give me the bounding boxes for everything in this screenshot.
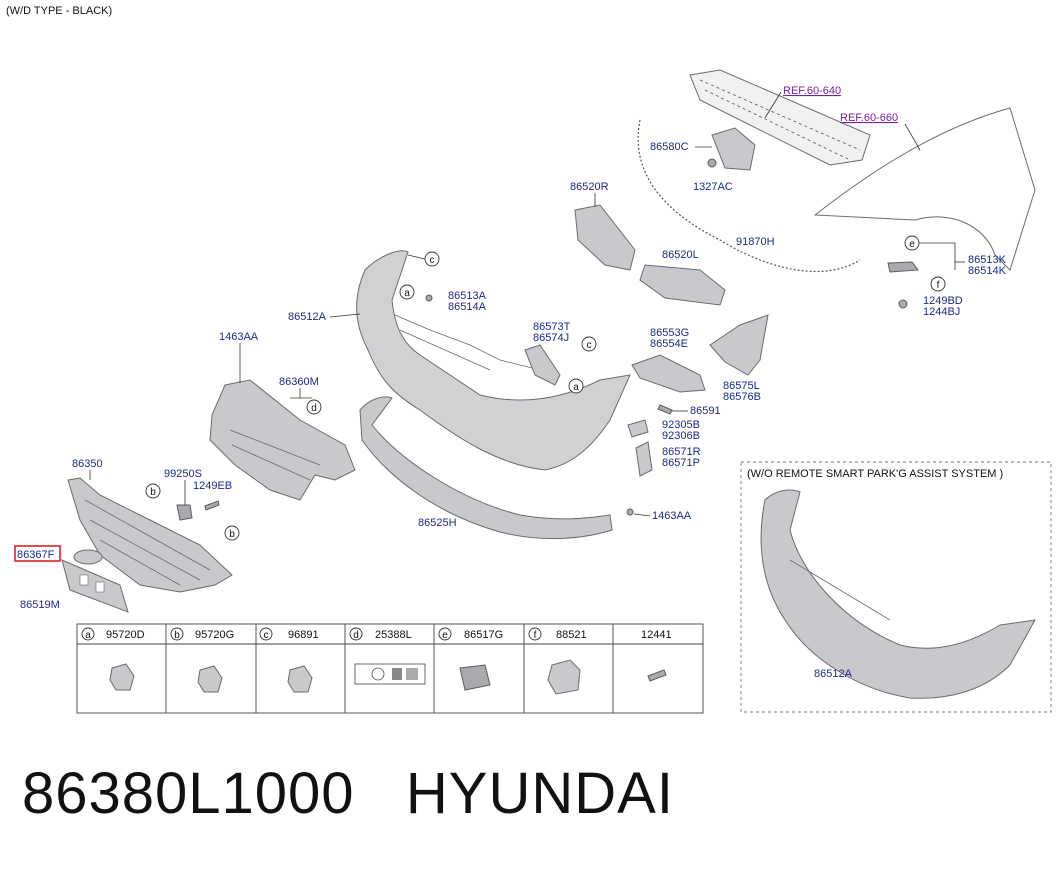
emblem-86367f-illustration	[73, 549, 103, 565]
fender-illustration	[813, 107, 1036, 271]
callout-f-right: f	[937, 280, 940, 291]
front-bumper-cover-illustration	[356, 250, 631, 471]
part-label-1249eb[interactable]: 1249EB	[193, 480, 232, 492]
part-label-86591[interactable]: 86591	[690, 405, 721, 417]
ref-60-640[interactable]: REF.60-640	[783, 85, 841, 97]
screw-12441-icon	[647, 669, 667, 682]
legend-key-b: b	[174, 630, 180, 641]
footer-brand: HYUNDAI	[405, 761, 674, 826]
legend-key-d: d	[353, 630, 359, 641]
side-bracket-86520l-illustration	[639, 264, 726, 306]
side-garnish-86575l-illustration	[709, 314, 769, 376]
part-label-1244bj[interactable]: 1244BJ	[923, 306, 960, 318]
lower-lip-86525h-illustration	[359, 396, 613, 540]
legend-part-86517g[interactable]: 86517G	[464, 629, 503, 641]
part-label-86525h[interactable]: 86525H	[418, 517, 457, 529]
footer-part-identifier: 86380L1000 HYUNDAI	[22, 760, 674, 827]
exploded-parts-diagram: REF.60-640 REF.60-660 86580C 1327AC 9187…	[14, 69, 1052, 714]
clip-95720d-icon	[109, 663, 135, 691]
part-label-86350[interactable]: 86350	[72, 458, 103, 470]
part-label-1249bd[interactable]: 1249BD	[923, 295, 963, 307]
part-label-99250s[interactable]: 99250S	[164, 468, 202, 480]
bolt-1249eb-icon	[204, 500, 220, 511]
legend-key-c: c	[264, 630, 269, 641]
callout-c-mid: c	[587, 340, 592, 351]
label-25388l-icon	[354, 663, 426, 685]
part-label-86514k[interactable]: 86514K	[968, 265, 1007, 277]
legend-key-e: e	[442, 630, 448, 641]
part-label-86574j[interactable]: 86574J	[533, 332, 569, 344]
part-label-92305b[interactable]: 92305B	[662, 419, 700, 431]
part-label-91870h[interactable]: 91870H	[736, 236, 775, 248]
bracket-86580c-illustration	[707, 127, 756, 171]
diagram-type-note: (W/D TYPE - BLACK)	[6, 5, 113, 17]
side-bracket-86520r-illustration	[574, 204, 636, 271]
part-label-86512a[interactable]: 86512A	[288, 311, 327, 323]
part-label-86553g[interactable]: 86553G	[650, 327, 689, 339]
part-label-92306b[interactable]: 92306B	[662, 430, 700, 442]
radiator-grille-86360m-illustration	[209, 379, 356, 501]
part-label-86575l[interactable]: 86575L	[723, 380, 760, 392]
bumper-beam-illustration	[689, 69, 871, 166]
part-label-86514a[interactable]: 86514A	[448, 301, 487, 313]
part-label-1463aa-bottom[interactable]: 1463AA	[652, 510, 692, 522]
inset-bumper-cover-illustration	[760, 489, 1036, 699]
legend-part-96891[interactable]: 96891	[288, 629, 319, 641]
footer-part-number: 86380L1000	[22, 761, 355, 826]
legend-table: a 95720D b 95720G c 96891 d 25388L e 865…	[76, 623, 704, 714]
part-label-86367f[interactable]: 86367F	[17, 549, 55, 561]
highlight-box-86367f	[14, 545, 61, 562]
part-label-86519m[interactable]: 86519M	[20, 599, 60, 611]
part-label-86576b[interactable]: 86576B	[723, 391, 761, 403]
callout-a-mid: a	[573, 382, 579, 393]
nut-86517g-icon	[459, 664, 491, 691]
wiring-harness-illustration	[637, 119, 861, 273]
legend-part-95720d[interactable]: 95720D	[106, 629, 145, 641]
part-label-86520l[interactable]: 86520L	[662, 249, 699, 261]
reflector-92305b-illustration	[627, 419, 649, 438]
legend-key-f: f	[534, 630, 537, 641]
part-label-86513k[interactable]: 86513K	[968, 254, 1007, 266]
bracket-86519m-illustration	[61, 559, 129, 613]
part-label-1463aa-top[interactable]: 1463AA	[219, 331, 259, 343]
legend-key-a: a	[85, 630, 91, 641]
part-label-86520r[interactable]: 86520R	[570, 181, 609, 193]
callout-a-top: a	[404, 288, 410, 299]
bolt-86591-icon	[657, 404, 673, 415]
ref-60-660[interactable]: REF.60-660	[840, 112, 898, 124]
part-label-86571p[interactable]: 86571P	[662, 457, 700, 469]
inset-panel	[740, 461, 1052, 713]
callout-b-top: b	[150, 487, 156, 498]
clip-95720g-icon	[197, 665, 223, 693]
legend-part-95720g[interactable]: 95720G	[195, 629, 234, 641]
clip-88521-icon	[547, 659, 581, 695]
inset-title: (W/O REMOTE SMART PARK'G ASSIST SYSTEM )	[747, 468, 1003, 480]
part-label-86513a[interactable]: 86513A	[448, 290, 487, 302]
part-label-86573t[interactable]: 86573T	[533, 321, 571, 333]
bracket-86571r-illustration	[635, 441, 653, 477]
part-label-1327ac[interactable]: 1327AC	[693, 181, 733, 193]
part-label-86580c[interactable]: 86580C	[650, 141, 689, 153]
legend-part-88521[interactable]: 88521	[556, 629, 587, 641]
callout-c-top: c	[430, 255, 435, 266]
callout-d: d	[311, 403, 317, 414]
front-grille-86350-illustration	[67, 477, 233, 593]
bracket-99250s-icon	[176, 504, 193, 521]
part-label-86360m[interactable]: 86360M	[279, 376, 319, 388]
part-label-86554e[interactable]: 86554E	[650, 338, 688, 350]
callout-b-bottom: b	[229, 529, 235, 540]
legend-part-25388l[interactable]: 25388L	[375, 629, 412, 641]
legend-part-12441[interactable]: 12441	[641, 629, 672, 641]
bracket-86573t-illustration	[524, 344, 561, 386]
lower-grille-86553g-illustration	[631, 354, 706, 393]
clip-96891-icon	[287, 665, 313, 693]
callout-e: e	[909, 239, 915, 250]
part-label-86512a-inset[interactable]: 86512A	[814, 668, 853, 680]
part-label-86571r[interactable]: 86571R	[662, 446, 701, 458]
